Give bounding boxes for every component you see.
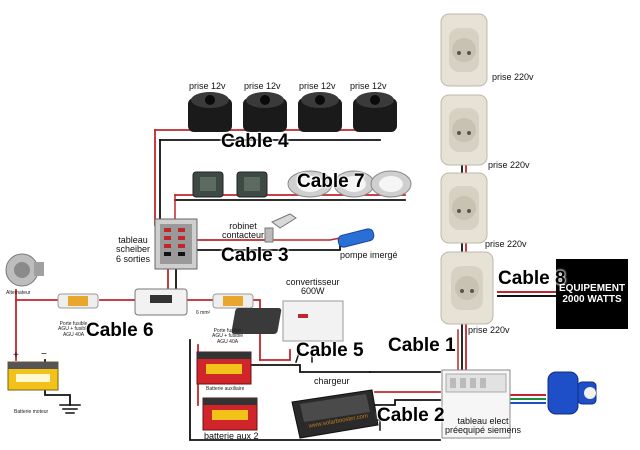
socket-220v-4 xyxy=(440,251,494,325)
chargeur-label: chargeur xyxy=(314,376,350,386)
prise-220v-label-4: prise 220v xyxy=(468,325,510,335)
prise-220v-label-2: prise 220v xyxy=(488,160,530,170)
fuse2-line-3: AGU 40A xyxy=(216,338,239,345)
battery-aux xyxy=(196,351,252,385)
cable-5-label: Cable 5 xyxy=(296,340,364,361)
fuse1-line-1: Porte fusible xyxy=(59,321,88,327)
socket-220v-2 xyxy=(440,94,488,166)
socket-12v-1 xyxy=(188,92,232,132)
equipment-line-2: 2000 WATTS xyxy=(562,294,622,305)
prise-12v-label-4: prise 12v xyxy=(350,81,387,91)
equipment-line-1: EQUIPEMENT xyxy=(558,283,626,294)
tableau-elect-label: tableau elect préequipé siemens xyxy=(445,416,522,436)
fuse1-line-2: AGU + fusible xyxy=(58,326,89,333)
prise-12v-label-1: prise 12v xyxy=(189,81,226,91)
alternateur-label: Alternateur xyxy=(6,290,31,296)
light-switch-2 xyxy=(236,171,268,198)
section-label: 6 mm² xyxy=(196,310,211,316)
cable-6-label: Cable 6 xyxy=(86,320,154,341)
battery-engine xyxy=(7,361,59,391)
tap-contactor xyxy=(264,213,297,243)
cable-2-label: Cable 2 xyxy=(377,405,445,426)
scheiber-label-line-2: scheiber xyxy=(116,244,151,255)
socket-220v-1 xyxy=(440,13,488,87)
electrical-panel xyxy=(441,369,511,439)
batterie-aux2-label: batterie aux 2 xyxy=(204,431,259,441)
scheiber-panel-label: tableau scheiber 6 sorties xyxy=(116,235,151,264)
scheiber-panel xyxy=(154,218,198,270)
fuse2-line-1: Porte fusible xyxy=(213,328,242,334)
tableau-elect-line-2: préequipé siemens xyxy=(445,425,522,436)
convertisseur-line-2: 600W xyxy=(301,286,325,297)
prise-220v-label-1: prise 220v xyxy=(492,72,534,82)
charger xyxy=(291,389,379,439)
scheiber-label-line-1: tableau xyxy=(118,235,148,245)
fuse-holder-2 xyxy=(212,293,254,309)
robinet-label: robinet contacteur xyxy=(222,221,265,241)
robinet-label-line-2: contacteur xyxy=(222,230,265,241)
spot-light-2 xyxy=(333,170,375,198)
socket-12v-4 xyxy=(353,92,397,132)
convertisseur-label: convertisseur 600W xyxy=(286,277,340,297)
converter-600w xyxy=(231,300,344,342)
cable-4-label: Cable 4 xyxy=(221,131,289,152)
spot-light-1 xyxy=(287,170,333,198)
fuse2-line-2: AGU + fusible xyxy=(212,333,243,340)
minus-terminal-label: − xyxy=(41,349,47,360)
scheiber-label-line-3: 6 sorties xyxy=(116,253,151,264)
convertisseur-line-1: convertisseur xyxy=(286,277,340,287)
coupler-box xyxy=(134,288,188,316)
fuse1-line-3: AGU 40A xyxy=(62,331,85,338)
light-switch-1 xyxy=(192,171,224,198)
prise-12v-label-2: prise 12v xyxy=(244,81,281,91)
batterie-aux-label: Batterie auxiliaire xyxy=(206,386,245,392)
alternator xyxy=(5,253,44,287)
spot-light-3 xyxy=(370,170,412,198)
submersible-pump xyxy=(337,228,375,248)
pompe-label: pompe imergé xyxy=(340,250,398,260)
tableau-elect-line-1: tableau elect xyxy=(457,416,509,426)
batterie-moteur-label: Batterie moteur xyxy=(14,409,49,415)
cable-1-label: Cable 1 xyxy=(388,335,456,356)
plus-terminal-label: + xyxy=(13,350,19,361)
prise-220v-label-3: prise 220v xyxy=(485,239,527,249)
socket-220v-3 xyxy=(440,172,488,244)
porte-fusible-label-1: Porte fusible AGU + fusible AGU 40A xyxy=(58,321,89,338)
robinet-label-line-1: robinet xyxy=(229,221,257,231)
cable-7-label: Cable 7 xyxy=(297,171,365,192)
blue-plug xyxy=(547,371,597,415)
battery-aux-2 xyxy=(202,397,258,431)
cable-8-label: Cable 8 xyxy=(498,268,566,289)
cable-3-label: Cable 3 xyxy=(221,245,289,266)
prise-12v-label-3: prise 12v xyxy=(299,81,336,91)
fuse-holder-1 xyxy=(57,293,99,309)
equipment-2000w-box: EQUIPEMENT 2000 WATTS xyxy=(556,259,628,329)
socket-12v-3 xyxy=(298,92,342,132)
socket-12v-2 xyxy=(243,92,287,132)
porte-fusible-label-2: Porte fusible AGU + fusible AGU 40A xyxy=(212,328,243,345)
